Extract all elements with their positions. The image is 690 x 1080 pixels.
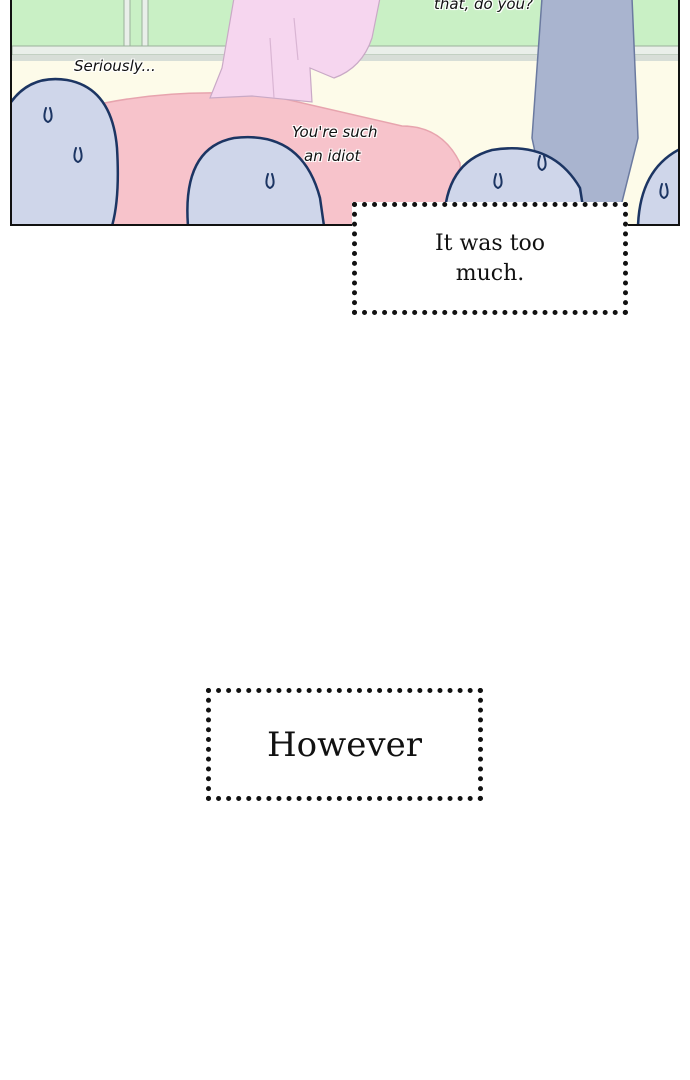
narration-box-too-much: It was too much. bbox=[352, 202, 628, 315]
sweat-drop bbox=[73, 147, 83, 164]
sweat-drop bbox=[493, 173, 503, 190]
standing-figure-shirt bbox=[209, 0, 381, 103]
sweat-drop bbox=[43, 107, 53, 124]
panel-artwork bbox=[12, 0, 678, 224]
crowd-head-far-right bbox=[636, 148, 678, 224]
sweat-drop bbox=[265, 173, 275, 190]
sweat-drop bbox=[659, 183, 669, 200]
sweat-drop bbox=[537, 155, 547, 172]
sfx-that-do-you: that, do you? bbox=[434, 0, 533, 13]
sweat-drops bbox=[43, 107, 669, 200]
narration-box-however: However bbox=[206, 688, 483, 801]
narration-line: much. bbox=[455, 260, 525, 286]
sfx-seriously: Seriously... bbox=[74, 57, 156, 75]
crowd-head-middle bbox=[186, 135, 325, 224]
comic-panel: that, do you? Seriously... You're such a… bbox=[10, 0, 680, 226]
narration-line: It was too bbox=[434, 230, 546, 256]
sfx-an-idiot: an idiot bbox=[304, 147, 361, 165]
shirt-fold-lines bbox=[269, 17, 299, 99]
narration-text: However bbox=[267, 724, 422, 765]
sfx-youre-such: You're such bbox=[292, 123, 378, 141]
crowd-head-left bbox=[12, 77, 120, 224]
